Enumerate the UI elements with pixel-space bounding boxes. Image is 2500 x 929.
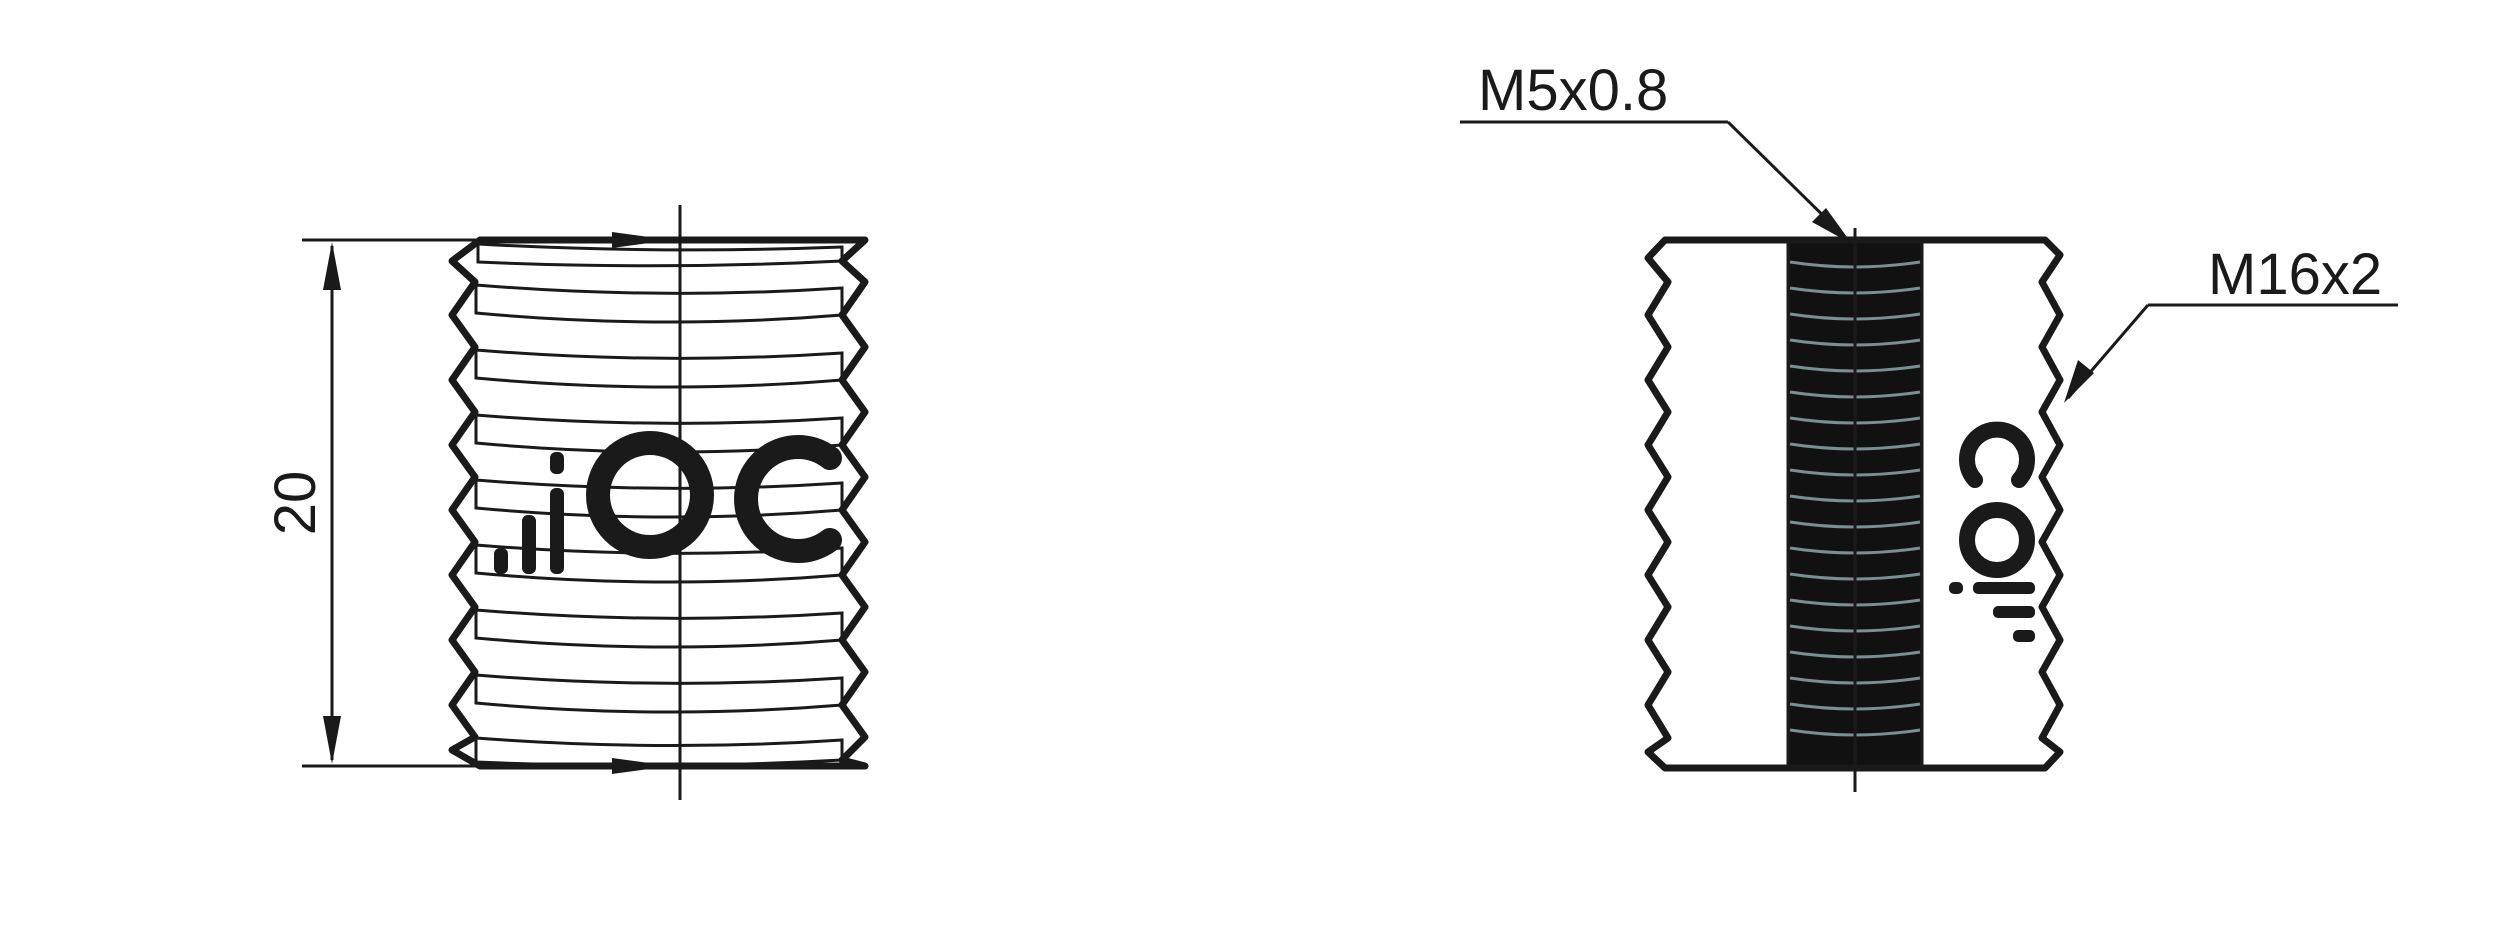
top-arrow-marker xyxy=(612,232,672,248)
section-left-wall xyxy=(1644,236,1794,772)
height-dimension: 20 xyxy=(263,238,480,768)
inner-thread-label: M5x0.8 xyxy=(1478,58,1668,123)
section-view: M5x0.8 M16x2 xyxy=(1460,58,2398,792)
outer-thread-label: M16x2 xyxy=(2208,242,2382,307)
section-right-wall xyxy=(1916,236,2064,772)
height-dimension-value: 20 xyxy=(263,471,328,536)
outer-thread-callout: M16x2 xyxy=(2064,242,2398,403)
inner-thread-callout: M5x0.8 xyxy=(1460,58,1852,244)
side-view: iqc 20 xyxy=(263,205,869,800)
logo-mark: iqc xyxy=(494,431,842,574)
section-logo-mark xyxy=(1949,421,2035,642)
thread-crests xyxy=(474,242,844,768)
bottom-arrow-marker xyxy=(612,758,672,774)
